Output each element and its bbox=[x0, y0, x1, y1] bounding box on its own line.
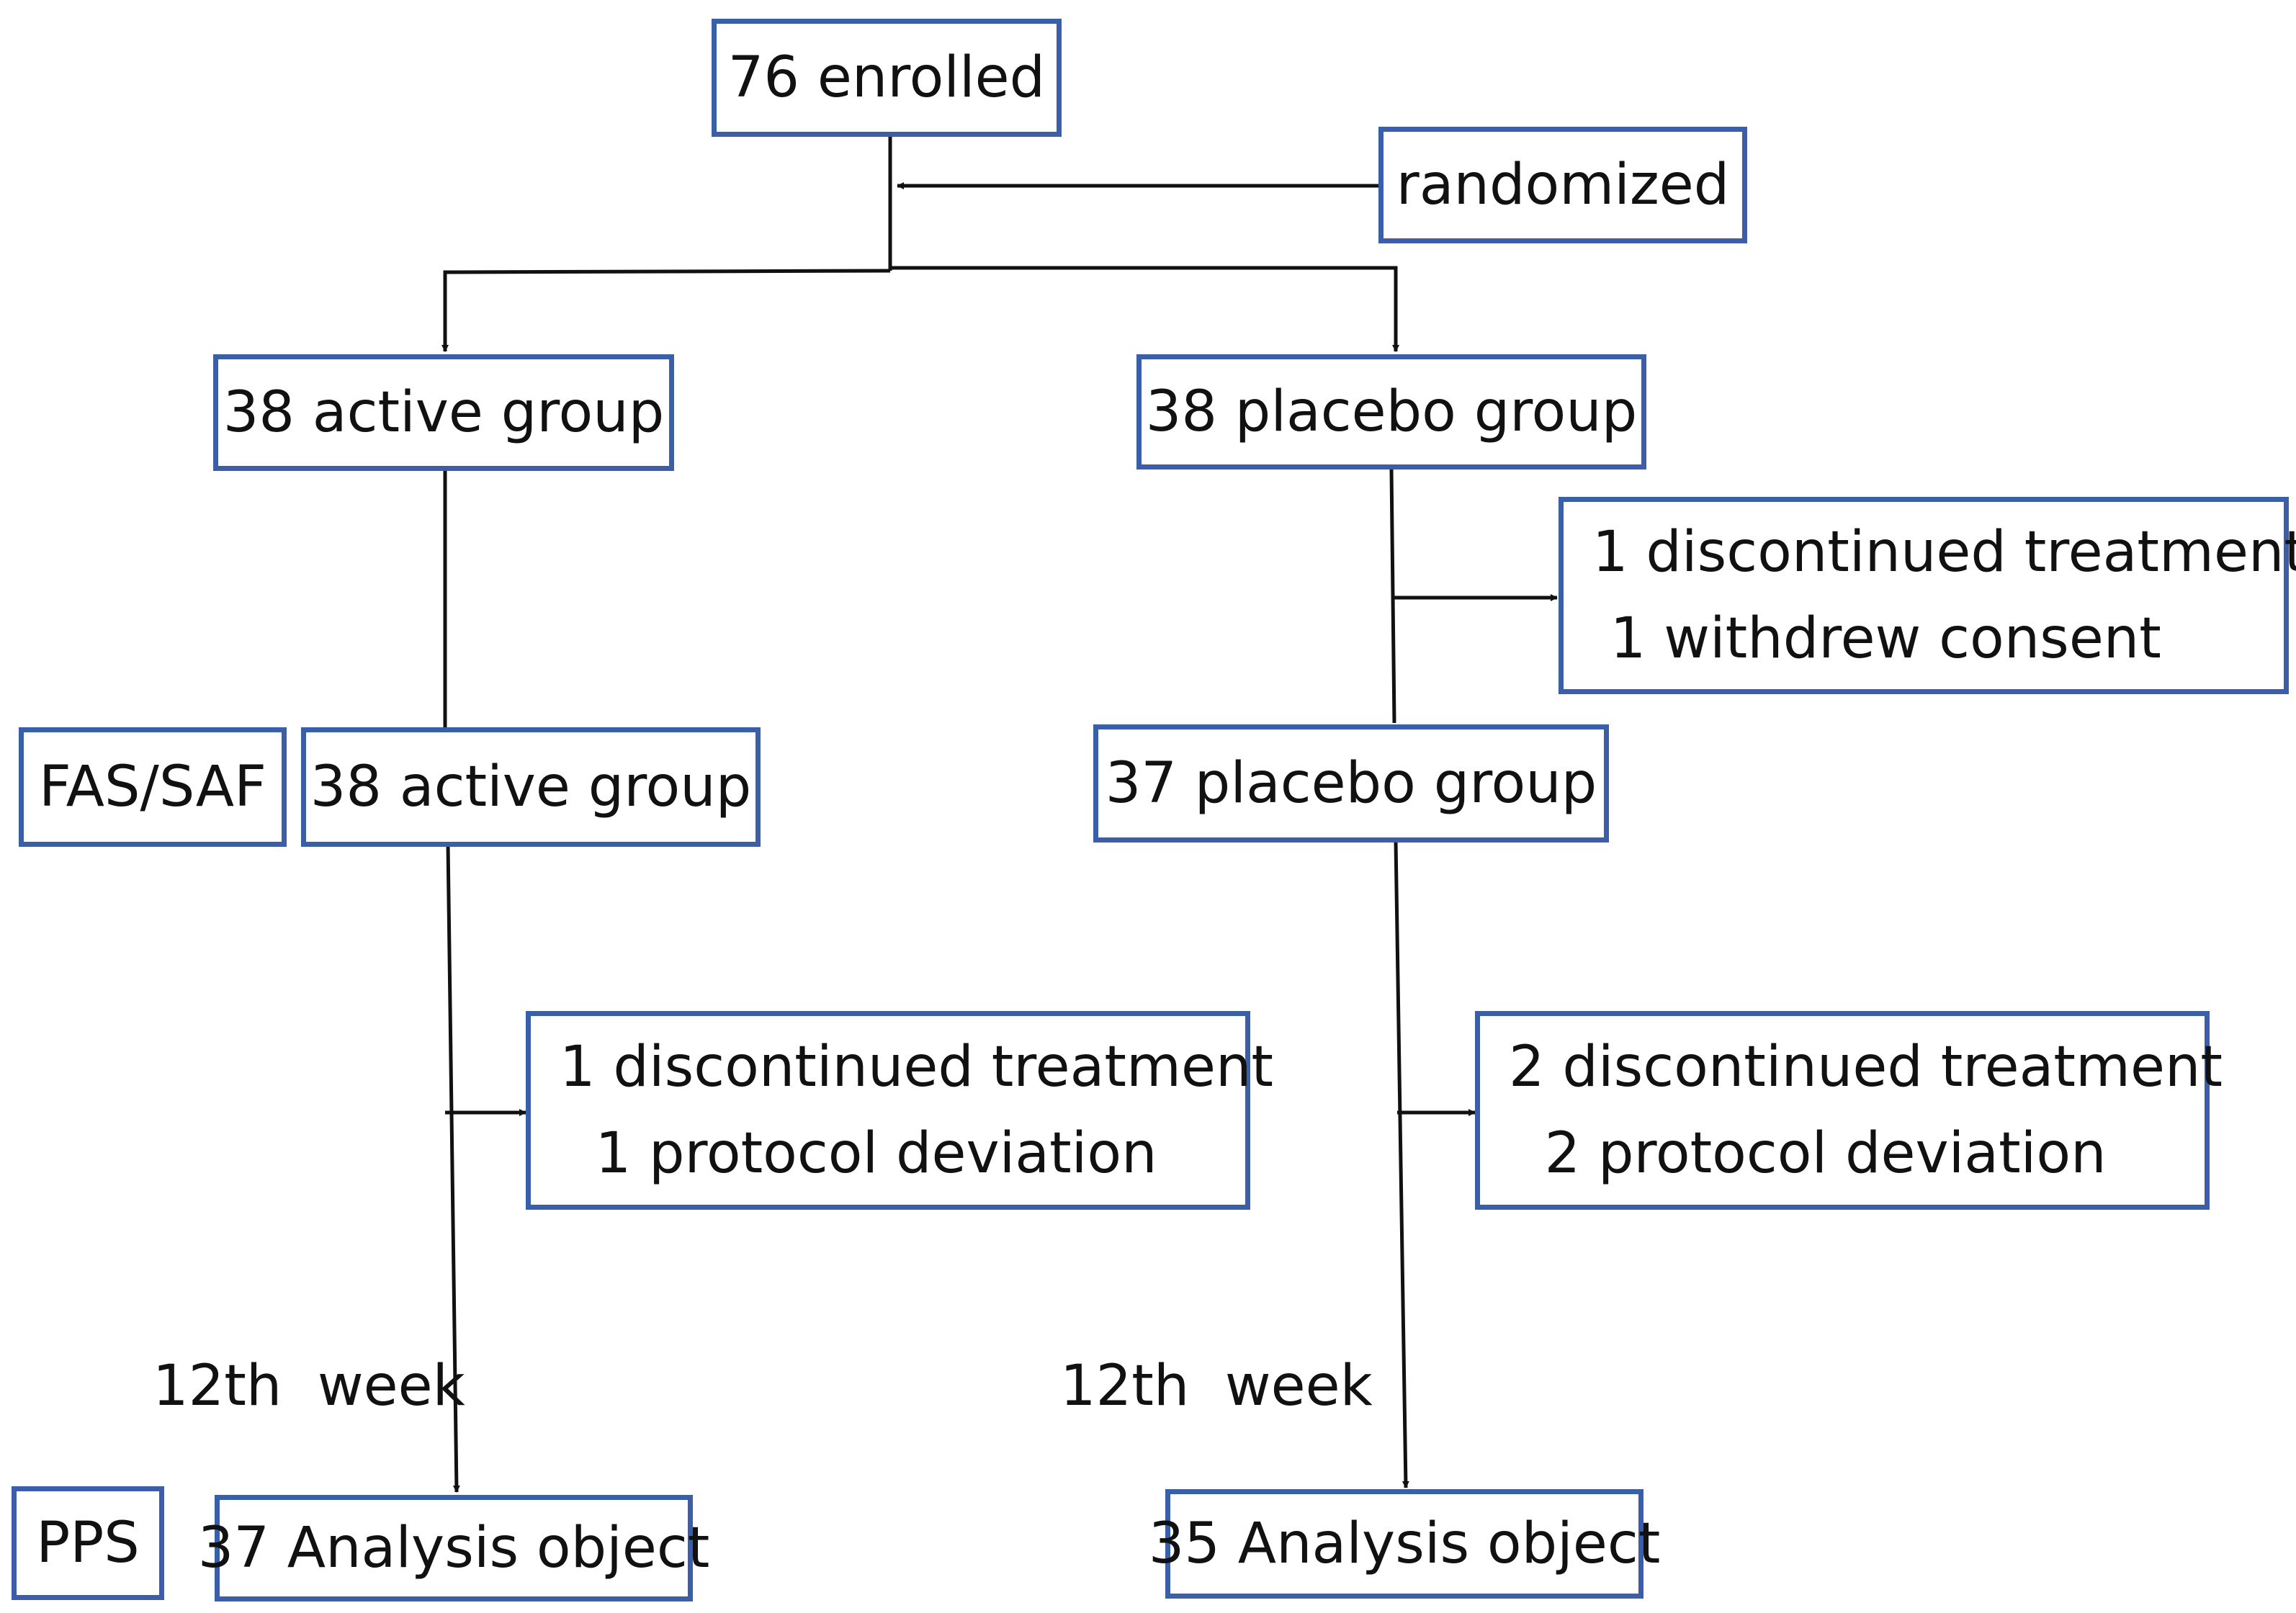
edge-active-fas-to-analysis bbox=[446, 843, 460, 1493]
placebo-excluded-2-line-2: 2 protocol deviation bbox=[1509, 1121, 2107, 1186]
active-fas-text: 38 active group bbox=[310, 755, 752, 819]
placebo-excluded-2-node: 2 discontinued treatment 2 protocol devi… bbox=[1475, 1011, 2223, 1210]
randomized-text: randomized bbox=[1396, 153, 1730, 217]
placebo-analysis-text: 35 Analysis object bbox=[1148, 1511, 1661, 1576]
active-fas-node: 38 active group bbox=[301, 727, 761, 847]
placebo-fas-node: 37 placebo group bbox=[1093, 724, 1609, 843]
active-excluded-line-1: 1 discontinued treatment bbox=[560, 1035, 1273, 1100]
placebo-group-node: 38 placebo group bbox=[1136, 354, 1646, 469]
fas-saf-label: FAS/SAF bbox=[19, 727, 287, 847]
randomized-node: randomized bbox=[1378, 127, 1747, 243]
placebo-excluded-node: 1 discontinued treatment 1 withdrew cons… bbox=[1559, 497, 2296, 694]
enrolled-node: 76 enrolled bbox=[712, 19, 1062, 137]
active-excluded-node: 1 discontinued treatment 1 protocol devi… bbox=[526, 1011, 1273, 1210]
placebo-excluded-line-1: 1 discontinued treatment bbox=[1592, 520, 2296, 585]
fas-saf-text: FAS/SAF bbox=[38, 755, 267, 819]
placebo-analysis-node: 35 Analysis object bbox=[1149, 1489, 1660, 1599]
active-week-label: 12th week bbox=[153, 1354, 465, 1419]
enrolled-text: 76 enrolled bbox=[727, 45, 1046, 110]
pps-label: PPS bbox=[12, 1486, 164, 1600]
edge-placebo-fas-to-analysis bbox=[1394, 840, 1409, 1488]
active-analysis-node: 37 Analysis object bbox=[198, 1495, 709, 1601]
active-group-node: 38 active group bbox=[213, 354, 674, 471]
placebo-fas-text: 37 placebo group bbox=[1105, 751, 1597, 816]
placebo-excluded-line-2: 1 withdrew consent bbox=[1592, 606, 2161, 671]
edge-placebo-to-fas bbox=[1389, 469, 1396, 724]
active-analysis-text: 37 Analysis object bbox=[197, 1516, 710, 1581]
placebo-week-label: 12th week bbox=[1060, 1354, 1373, 1419]
active-excluded-line-2: 1 protocol deviation bbox=[560, 1121, 1157, 1186]
pps-text: PPS bbox=[36, 1511, 140, 1576]
placebo-group-text: 38 placebo group bbox=[1145, 379, 1638, 444]
placebo-excluded-2-line-1: 2 discontinued treatment bbox=[1509, 1035, 2223, 1100]
edge-split-to-placebo bbox=[890, 266, 1399, 352]
edge-split-to-active bbox=[441, 269, 891, 352]
active-group-text: 38 active group bbox=[223, 380, 665, 445]
